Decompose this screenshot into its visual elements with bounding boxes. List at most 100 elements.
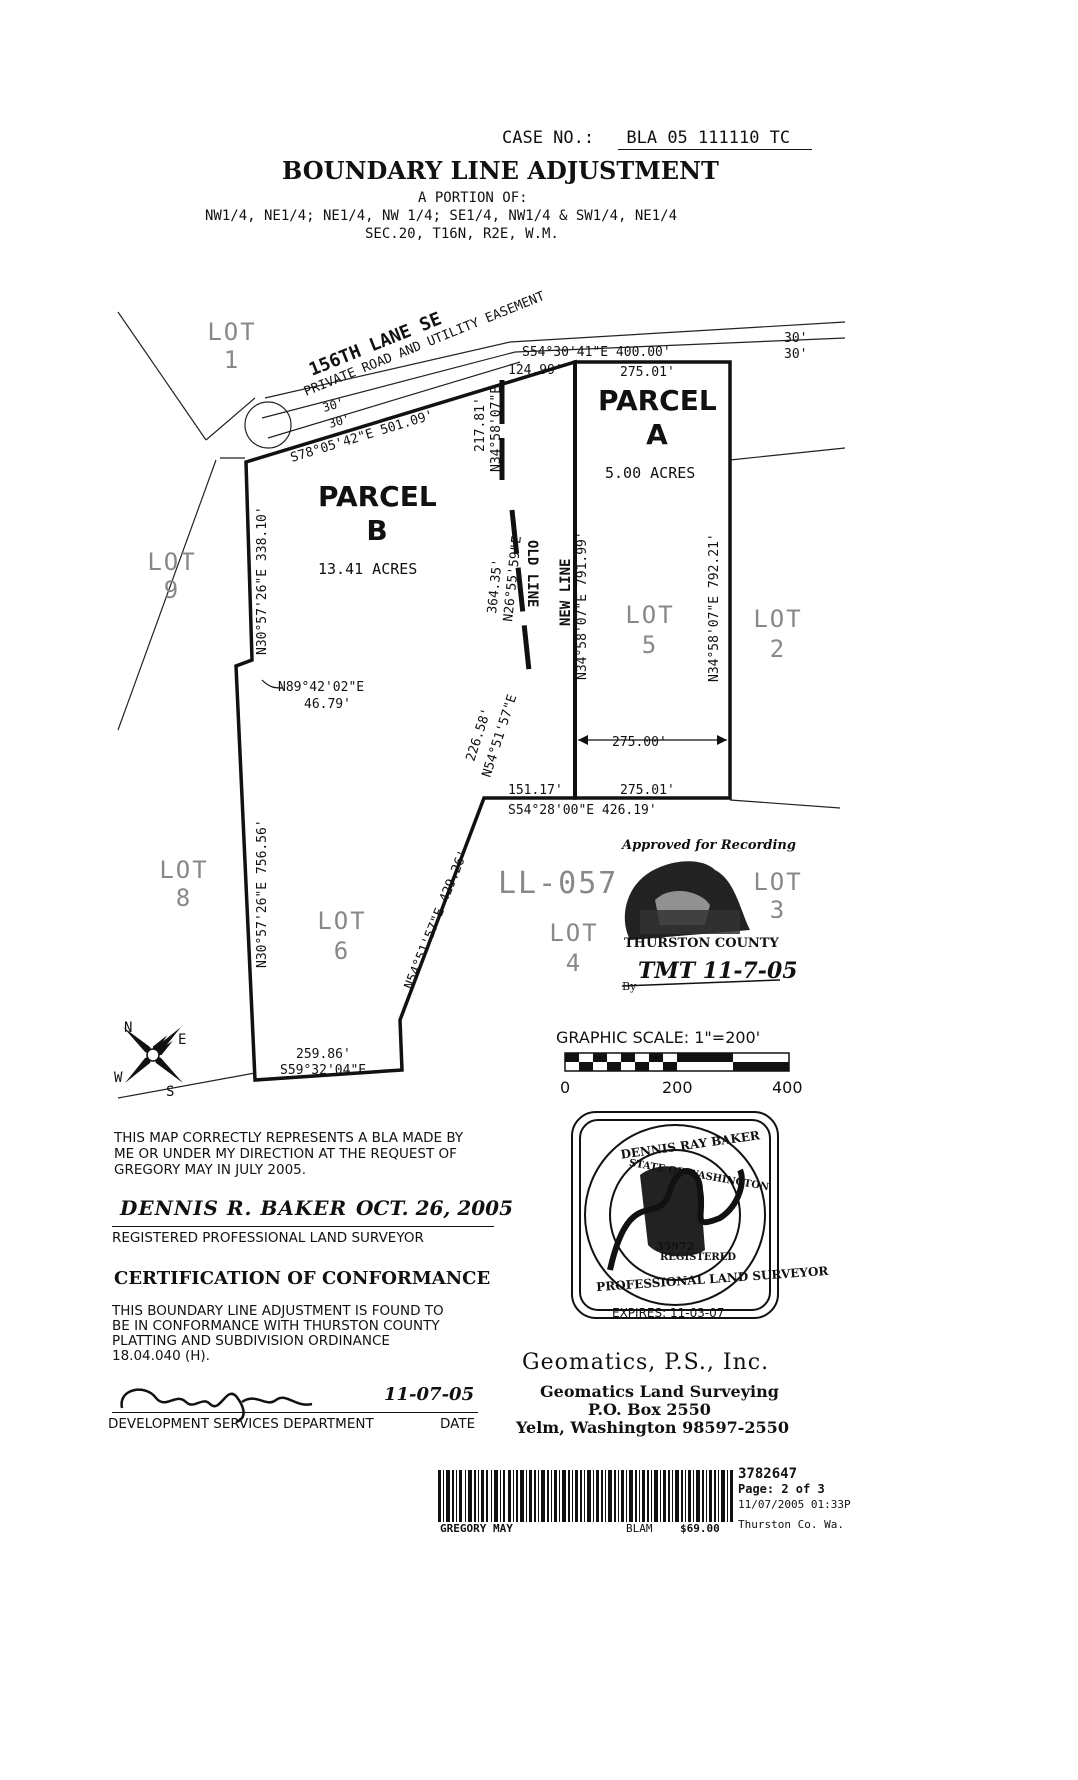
certification-line: 18.04.040 (H). <box>112 1348 210 1364</box>
compass-w: W <box>114 1070 123 1086</box>
parcel-a-label: PARCEL <box>598 384 717 417</box>
lot-word: LOT <box>753 605 803 633</box>
recording-type: BLAM <box>626 1522 653 1535</box>
approval-by: By <box>622 980 637 993</box>
surveyor-title: REGISTERED PROFESSIONAL LAND SURVEYOR <box>112 1230 424 1246</box>
surveyor-signature: DENNIS R. BAKER <box>120 1196 348 1220</box>
lot-word: LOT <box>159 856 209 884</box>
new-line-label: NEW LINE <box>558 559 574 626</box>
distance-259: 259.86' <box>296 1047 351 1062</box>
recording-number: 3782647 <box>738 1466 798 1482</box>
parcel-b-boundary <box>234 359 577 1082</box>
ll-number-label: LL-057 <box>498 866 619 901</box>
statement-line: THIS MAP CORRECTLY REPRESENTS A BLA MADE… <box>114 1130 464 1146</box>
bearing-n30-bot: N30°57'26"E 756.56' <box>255 819 270 968</box>
lot-line <box>117 311 207 441</box>
lot-word: LOT <box>549 919 599 947</box>
parcel-a-title: PARCEL A <box>598 384 717 452</box>
lot-number: 9 <box>163 576 181 604</box>
lot-number: 1 <box>223 346 241 374</box>
graphic-scale-label: GRAPHIC SCALE: 1"=200' <box>556 1028 761 1047</box>
certification-text: THIS BOUNDARY LINE ADJUSTMENT IS FOUND T… <box>112 1304 444 1364</box>
date-label: DATE <box>440 1416 476 1432</box>
scale-tick-400: 400 <box>772 1078 803 1097</box>
leader-line <box>261 679 284 689</box>
surveyor-statement: THIS MAP CORRECTLY REPRESENTS A BLA MADE… <box>114 1130 463 1178</box>
compass-e: E <box>178 1032 186 1048</box>
county-approval-stamp <box>621 861 781 987</box>
recording-county: Thurston Co. Wa. <box>738 1518 844 1531</box>
certification-line: THIS BOUNDARY LINE ADJUSTMENT IS FOUND T… <box>112 1303 444 1319</box>
parcel-b-title: PARCEL B <box>318 480 437 548</box>
parcel-a-letter: A <box>646 418 668 451</box>
road-width-b: 30' <box>327 411 352 430</box>
company-line-3: Yelm, Washington 98597-2550 <box>516 1418 789 1437</box>
lot-word: LOT <box>317 907 367 935</box>
page-title: BOUNDARY LINE ADJUSTMENT <box>282 156 719 185</box>
lot-word: LOT <box>207 318 257 346</box>
seal-registered: REGISTERED <box>660 1252 737 1263</box>
department-label: DEVELOPMENT SERVICES DEPARTMENT <box>108 1416 374 1432</box>
statement-line: GREGORY MAY IN JULY 2005. <box>114 1162 307 1178</box>
parcel-b-letter: B <box>366 514 388 547</box>
graphic-scale-bar <box>564 1052 790 1072</box>
department-signature-line <box>112 1412 478 1413</box>
bearing-n34-792: N34°58'07"E 792.21' <box>707 533 722 682</box>
recording-page: Page: 2 of 3 <box>738 1482 825 1496</box>
road-line <box>267 361 521 439</box>
bearing-s54-30: S54°30'41"E 400.00' <box>522 345 671 360</box>
approval-county: THURSTON COUNTY <box>624 936 779 951</box>
case-number: BLA 05 111110 TC <box>618 128 813 150</box>
recording-fee: $69.00 <box>680 1522 720 1535</box>
compass-s: S <box>166 1084 174 1100</box>
bearing-s54-28: S54°28'00"E 426.19' <box>508 803 657 818</box>
seal-expires: EXPIRES: 11-03-07 <box>612 1306 725 1320</box>
old-line-label: OLD LINE <box>524 540 540 607</box>
portion-of-text: A PORTION OF: <box>418 190 528 206</box>
company-line-1: Geomatics Land Surveying <box>540 1382 779 1401</box>
lot-number: 2 <box>769 635 787 663</box>
easement-line <box>514 337 846 353</box>
surveyor-seal <box>571 1111 779 1319</box>
distance-275-top: 275.01' <box>620 365 675 380</box>
quarters-text: NW1/4, NE1/4; NE1/4, NW 1/4; SE1/4, NW1/… <box>205 208 678 224</box>
certification-line: PLATTING AND SUBDIVISION ORDINANCE <box>112 1333 390 1349</box>
lot-line <box>117 459 217 731</box>
bearing-s78: S78°05'42"E 501.09' <box>289 408 436 466</box>
lot-number: 6 <box>333 937 351 965</box>
parcel-b-acres: 13.41 ACRES <box>318 560 418 578</box>
cul-de-sac <box>244 401 292 449</box>
distance-275-bot: 275.01' <box>620 783 675 798</box>
lot-word: LOT <box>753 868 803 896</box>
compass-n: N <box>124 1020 132 1036</box>
company-name: Geomatics, P.S., Inc. <box>522 1350 770 1375</box>
lot-line <box>117 1072 256 1099</box>
certification-heading: CERTIFICATION OF CONFORMANCE <box>114 1268 491 1289</box>
distance-364: 364.35' <box>485 558 506 614</box>
parcel-a-acres: 5.00 ACRES <box>605 464 696 482</box>
easement-width-a: 30' <box>784 331 807 346</box>
lot-line <box>205 397 256 441</box>
lot-word: LOT <box>147 548 197 576</box>
approval-signature: TMT 11-7-05 <box>638 958 798 984</box>
statement-line: ME OR UNDER MY DIRECTION AT THE REQUEST … <box>114 1146 457 1162</box>
bearing-n54-bot: N54°51'57"E 429.26' <box>402 848 472 992</box>
easement-line <box>509 321 846 343</box>
scale-tick-200: 200 <box>662 1078 693 1097</box>
distance-151: 151.17' <box>508 783 563 798</box>
road-line <box>261 351 516 419</box>
bearing-n30-top: N30°57'26"E 338.10' <box>255 506 270 655</box>
certification-line: BE IN CONFORMANCE WITH THURSTON COUNTY <box>112 1318 440 1334</box>
lot-line <box>729 799 841 809</box>
bearing-n34-791: N34°58'07"E 791.99' <box>575 531 590 680</box>
bearing-n34-a: N34°58'07"E <box>489 386 504 472</box>
case-label: CASE NO.: <box>502 128 595 148</box>
bearing-n89: N89°42'02"E <box>278 680 364 695</box>
